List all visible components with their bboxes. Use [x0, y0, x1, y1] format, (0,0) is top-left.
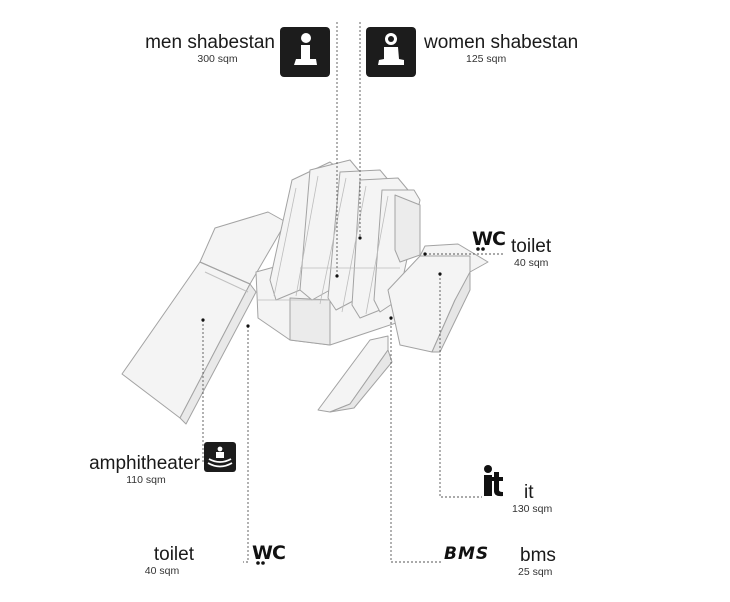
- amphitheater-area: 110 sqm: [126, 474, 166, 486]
- toilet-right-name: toilet: [511, 236, 552, 257]
- men-shabestan-name: men shabestan: [145, 32, 275, 53]
- women-shabestan-area: 125 sqm: [466, 53, 507, 65]
- wc-icon: WC: [252, 540, 286, 571]
- amphitheater-label: amphitheater 110 sqm: [80, 453, 200, 487]
- bms-name: bms: [520, 545, 556, 566]
- leader-toilet-left: [243, 326, 249, 563]
- leader-bms: [390, 318, 442, 563]
- bms-ramp-side: [329, 349, 393, 413]
- amphitheater-ramp-side: [179, 283, 257, 425]
- amphitheater-top-block: [199, 211, 287, 285]
- women-shabestan-name: women shabestan: [424, 32, 579, 53]
- men-shabestan-area: 300 sqm: [197, 53, 238, 65]
- women-shabestan-label: women shabestan 125 sqm: [424, 32, 579, 66]
- central-volume-front: [289, 297, 331, 346]
- bms-label: bms 25 sqm: [518, 545, 556, 579]
- toilet-left-name: toilet: [153, 544, 194, 565]
- it-area: 130 sqm: [512, 503, 553, 515]
- it-label: it 130 sqm: [512, 482, 553, 516]
- amphitheater-name: amphitheater: [89, 453, 200, 474]
- amphitheater-speaker-icon: [204, 442, 236, 477]
- it-block-side: [431, 271, 471, 353]
- wc-icon-text: WC: [252, 542, 285, 564]
- bms-area: 25 sqm: [518, 566, 553, 578]
- toilet-right-area: 40 sqm: [514, 257, 549, 269]
- woman-praying-icon: [366, 27, 416, 82]
- it-name: it: [524, 482, 534, 503]
- man-praying-icon: [280, 27, 330, 82]
- men-shabestan-label: men shabestan 300 sqm: [120, 32, 275, 66]
- toilet-left-area: 40 sqm: [144, 565, 180, 577]
- toilet-left-label: toilet 40 sqm: [130, 544, 194, 578]
- bms-icon-text: BMS: [444, 544, 489, 563]
- wc-icon-text: WC: [472, 228, 505, 250]
- toilet-right-label: toilet 40 sqm: [511, 236, 552, 270]
- bms-icon: BMS: [442, 543, 508, 568]
- it-icon: [482, 464, 504, 503]
- wc-icon: WC: [472, 226, 506, 257]
- back-block: [394, 194, 421, 263]
